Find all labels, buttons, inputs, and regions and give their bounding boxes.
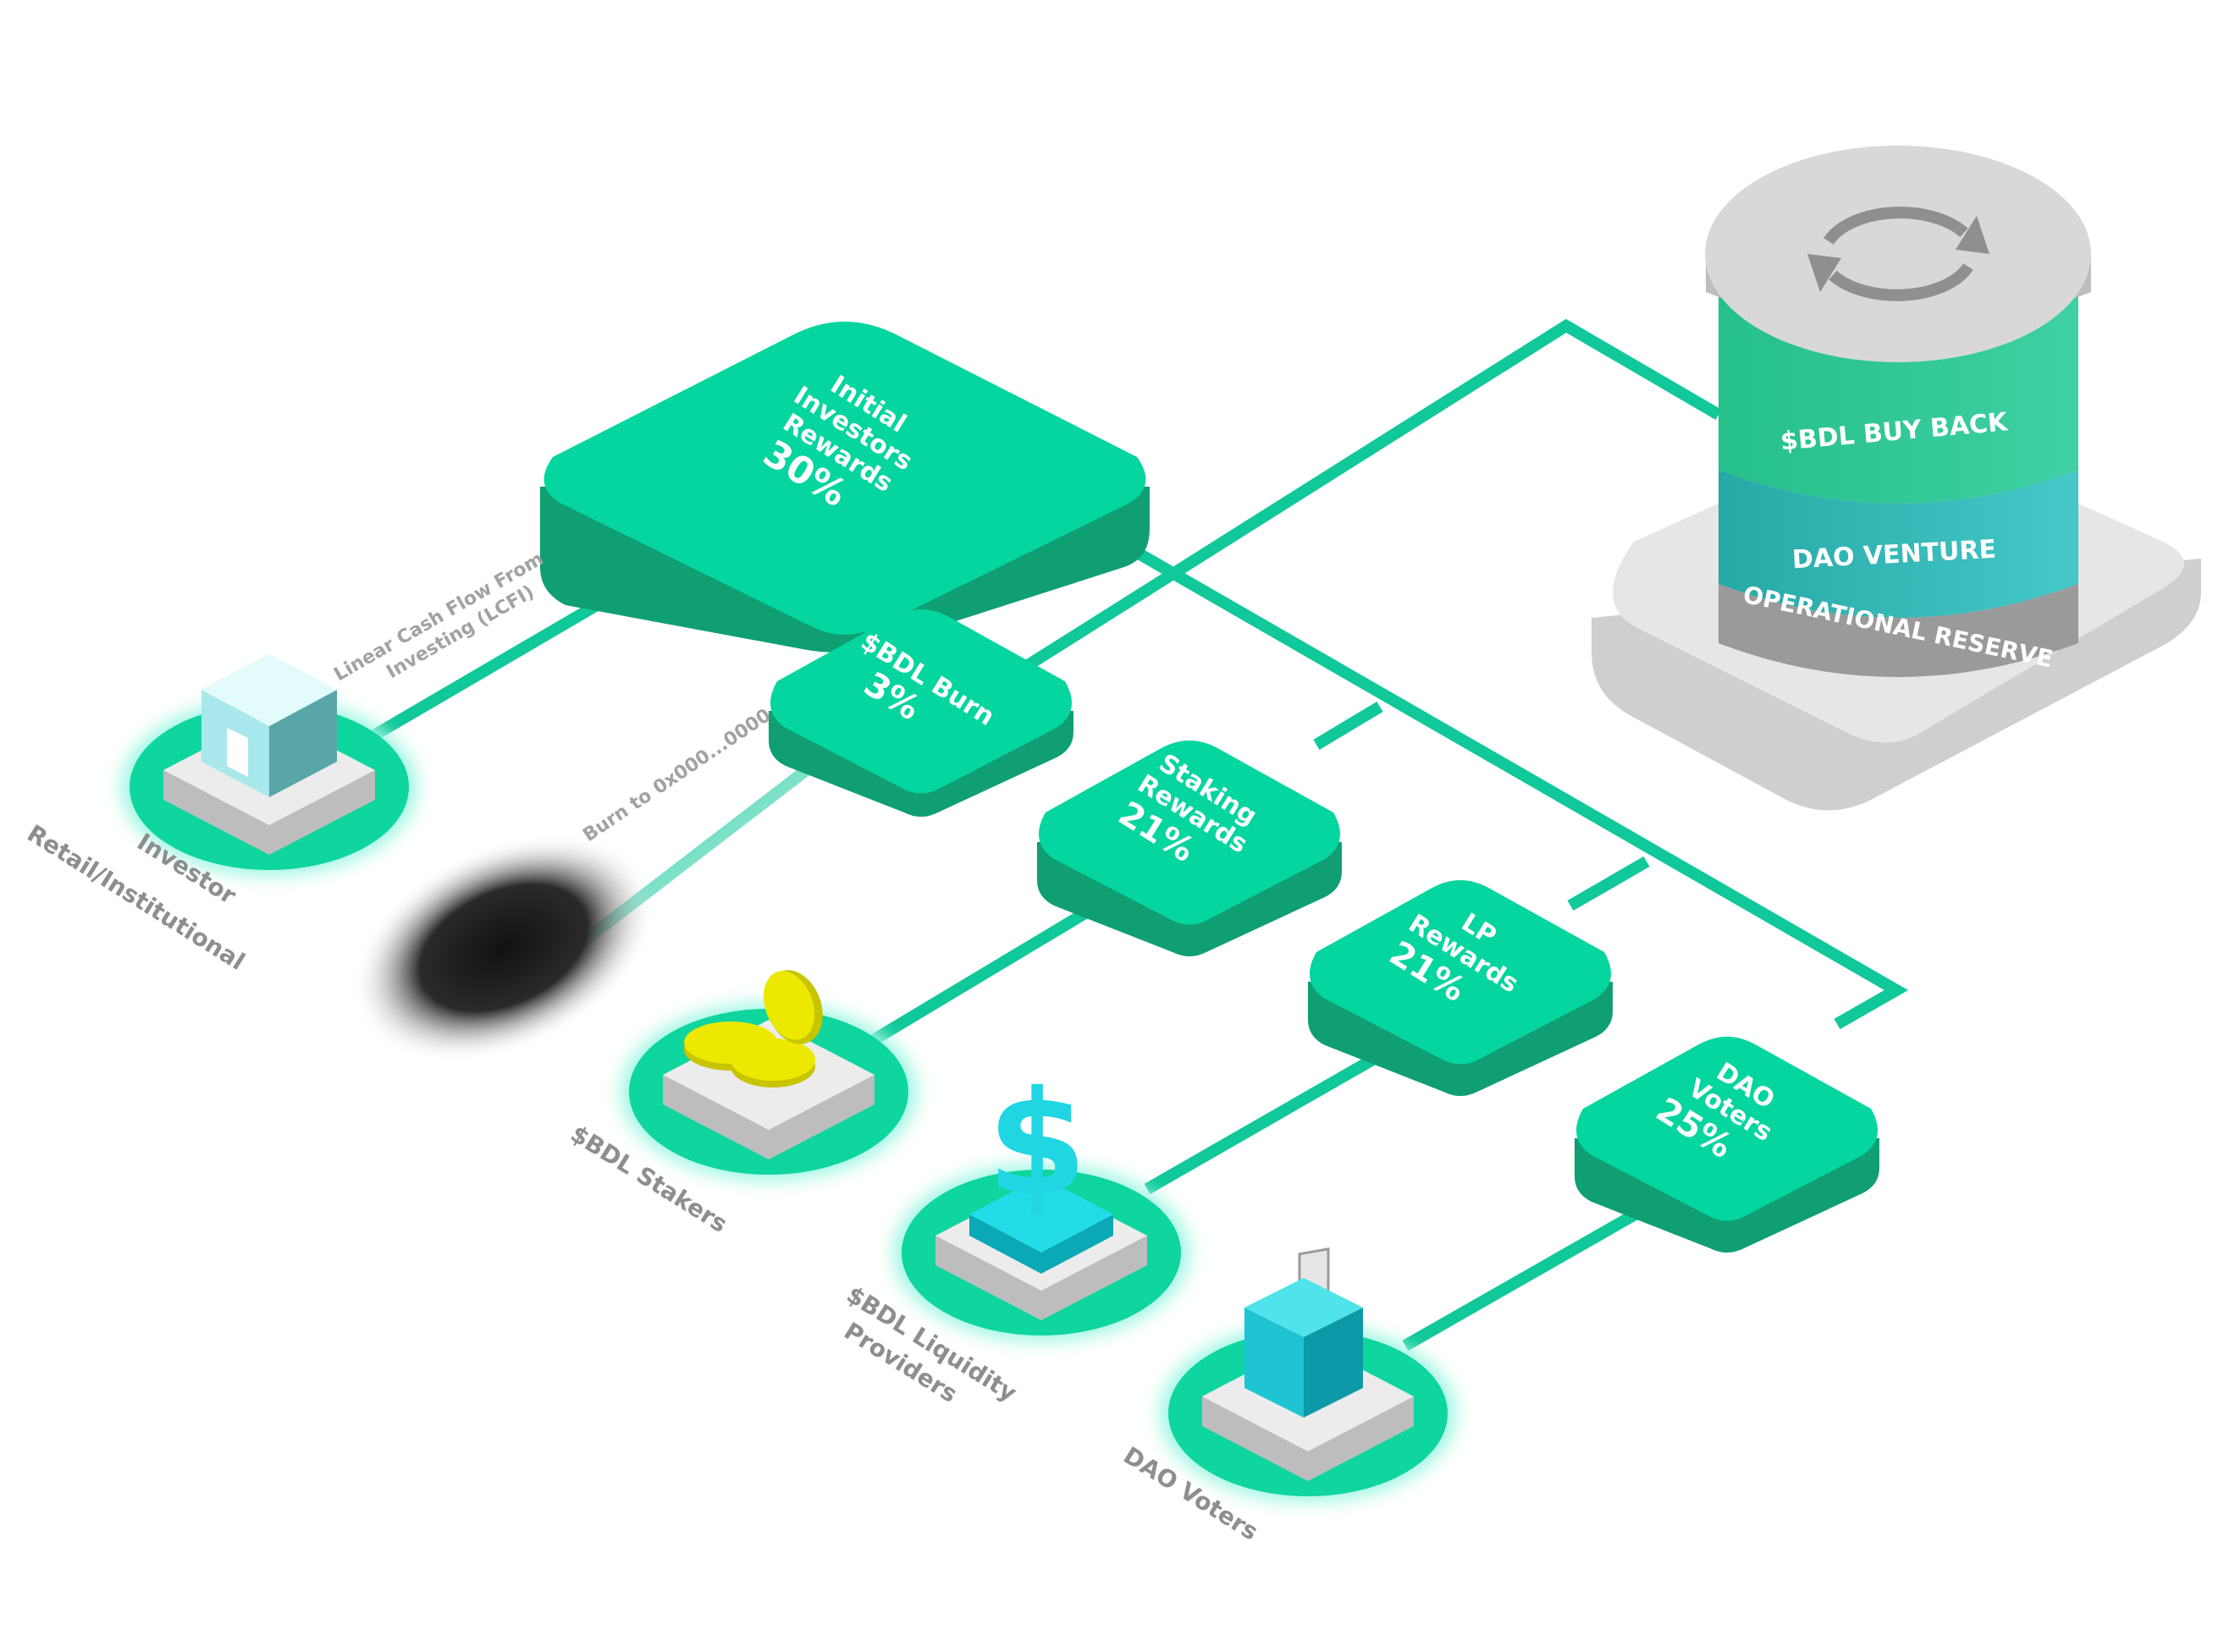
allocation-box-top [543,322,1146,635]
treasury-layer-bottom-shape [1719,584,2078,677]
flow-line-staking-branch [1313,701,1383,751]
flow-line-lp-branch [1567,856,1650,911]
coins-icon [684,970,823,1088]
refresh-cycle-icon [1807,206,1989,301]
treasury-tower: $BDL BUY BACK DAO VENTURE OPERATIONAL RE… [1592,146,2201,811]
allocation-box-top [770,609,1072,794]
allocation-box-top [1576,1037,1878,1221]
burn-hole [351,833,656,1063]
node-voters [1160,1247,1456,1502]
treasury-cap-top [1705,146,2091,362]
flow-label-burn: Burn to 0x000...0000 [579,705,775,846]
node-stakers [621,970,917,1181]
node-liquidity: $ [893,1060,1189,1341]
flow-line-investor [369,599,600,742]
node-pedestal-top [969,1176,1113,1253]
flow-line-voters [1402,1204,1646,1352]
treasury-layer-middle-shape [1719,470,2078,618]
building-icon [201,653,337,797]
allocation-box-top [1039,741,1340,925]
flow-line-liquidity [1144,1052,1379,1195]
allocation-box-lp: LP Rewards 21% [1308,880,1613,1096]
flow-line-burn-to-treasury [1012,318,1722,678]
allocation-box-staking: Staking Rewards 21% [1037,741,1342,956]
flow-line-stakers [869,895,1108,1047]
dollar-sign-icon: $ [987,1060,1087,1228]
allocation-box-dao: DAO Voters 25% [1575,1037,1879,1253]
node-investor [121,653,417,876]
ballot-box-icon [1244,1247,1363,1418]
flow-label-investing-1: Linear Cash Flow From [331,548,548,686]
allocation-box-top [1310,880,1611,1065]
allocation-box-initial-investors: Initial Investors Rewards 30% [540,322,1150,653]
allocation-box-burn: $BDL Burn 3% [769,609,1073,817]
